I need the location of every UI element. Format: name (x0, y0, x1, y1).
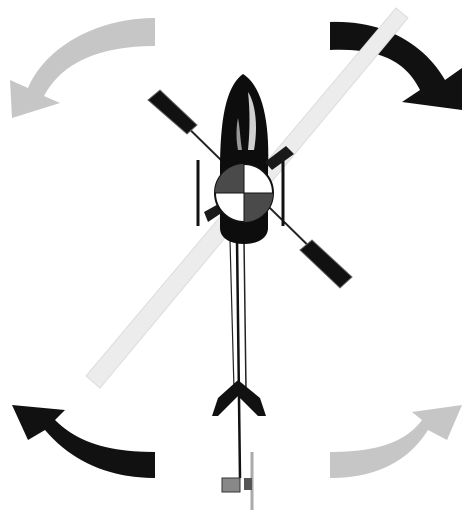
arrow-bottom-right-icon (330, 405, 462, 478)
flybar-paddle-left (148, 90, 197, 134)
tail-rotor (222, 452, 252, 510)
center-target-marker (215, 164, 273, 222)
flybar-paddle-right (300, 240, 352, 288)
arrow-top-left-icon (10, 18, 155, 118)
arrow-bottom-left-icon (12, 405, 155, 478)
tail-boom (230, 240, 246, 478)
